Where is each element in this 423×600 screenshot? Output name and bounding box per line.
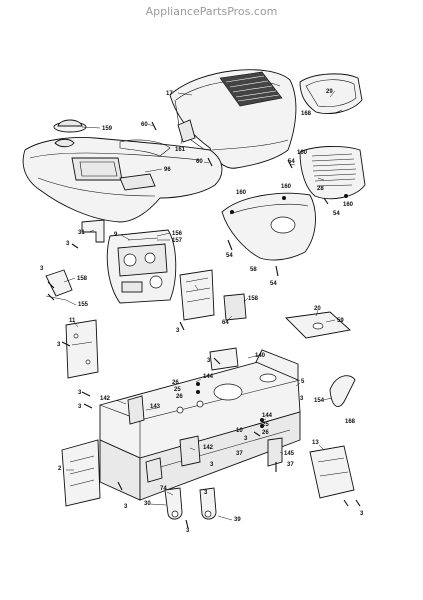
callout: 26 [172, 380, 179, 386]
callout: 156 [172, 231, 183, 237]
callout: 160 [343, 202, 354, 208]
callout: 3 [57, 342, 61, 348]
hood [169, 69, 297, 169]
callout: 154 [314, 398, 325, 404]
callout: 31 [78, 230, 85, 236]
callout: 3 [40, 266, 44, 272]
hardware [47, 121, 361, 529]
callout: 157 [172, 238, 183, 244]
callout: 9 [114, 232, 118, 238]
plate-11 [65, 319, 99, 379]
side-panel-lower [299, 146, 366, 200]
callout: 60 [141, 122, 148, 128]
callout: 11 [69, 318, 76, 324]
chassis-frame [99, 347, 301, 501]
bracket-31 [81, 219, 105, 243]
callout: 3 [186, 528, 190, 534]
callout: 142 [100, 396, 111, 402]
callout: 144 [262, 413, 273, 419]
callout: 64 [222, 320, 229, 326]
callout: 3 [124, 504, 128, 510]
callout: 5 [301, 379, 305, 385]
callout: 3 [78, 390, 82, 396]
hood-grille [219, 71, 283, 107]
callout: 25 [262, 422, 269, 428]
callout: 29 [326, 89, 333, 95]
callout: 159 [102, 126, 113, 132]
callout: 144 [203, 374, 214, 380]
callout: 60 [196, 159, 203, 165]
callout: 17 [166, 91, 173, 97]
callout: 37 [287, 462, 294, 468]
lever-154 [329, 375, 356, 407]
callout: 168 [301, 111, 312, 117]
callout: 168 [345, 419, 356, 425]
callout: 54 [333, 211, 340, 217]
callout: 161 [175, 147, 186, 153]
callout: 30 [144, 501, 151, 507]
callout-labels: 17 29 168 159 60 161 96 60 54 160 28 160… [40, 89, 364, 534]
callout: 160 [236, 190, 247, 196]
bracket-142 [179, 435, 201, 467]
callout: 155 [78, 302, 89, 308]
callout: 59 [337, 318, 344, 324]
plate-20 [285, 311, 351, 339]
callout: 2 [58, 466, 62, 472]
callout: 26 [176, 394, 183, 400]
bracket-145 [267, 437, 283, 467]
callout: 3 [78, 404, 82, 410]
callout: 96 [164, 167, 171, 173]
callout: 3 [176, 328, 180, 334]
leader-lines [63, 90, 343, 521]
watermark: AppliancePartsPros.com [145, 5, 278, 18]
callout: 158 [77, 276, 88, 282]
callout: 160 [297, 150, 308, 156]
bracket-158-center [179, 269, 247, 321]
callout: 28 [317, 186, 324, 192]
console [106, 229, 177, 304]
callout: 3 [300, 396, 304, 402]
callout: 74 [160, 486, 167, 492]
fender-pan [22, 137, 223, 223]
callout: 54 [270, 281, 277, 287]
callout: 25 [174, 387, 181, 393]
callout: 39 [234, 517, 241, 523]
bracket-143 [127, 395, 145, 425]
callout: 54 [226, 253, 233, 259]
callout: 13 [312, 440, 319, 446]
callout: 3 [204, 490, 208, 496]
lower-shroud [221, 192, 316, 261]
callout: 3 [360, 511, 364, 517]
callout: 160 [281, 184, 292, 190]
callout: 20 [314, 306, 321, 312]
callout: 143 [150, 404, 161, 410]
bracket-155 [45, 269, 73, 301]
callout: 58 [250, 267, 257, 273]
callout: 10 [236, 428, 243, 434]
callout: 3 [207, 358, 211, 364]
callout: 140 [255, 353, 266, 359]
callout: 142 [203, 445, 214, 451]
callout: 158 [248, 296, 259, 302]
knob-159 [53, 119, 87, 133]
callout: 3 [210, 462, 214, 468]
callout: 37 [236, 451, 243, 457]
callout: 145 [284, 451, 295, 457]
bracket-30 [164, 487, 183, 520]
callout: 26 [262, 430, 269, 436]
plate-13 [309, 445, 355, 499]
bracket-74 [145, 457, 163, 483]
callout: 54 [288, 159, 295, 165]
lower-grille [311, 153, 357, 187]
side-panel-upper [299, 73, 363, 114]
callout: 3 [244, 436, 248, 442]
plate-2 [61, 439, 101, 507]
callout: 3 [66, 241, 70, 247]
bracket-39 [199, 487, 217, 520]
